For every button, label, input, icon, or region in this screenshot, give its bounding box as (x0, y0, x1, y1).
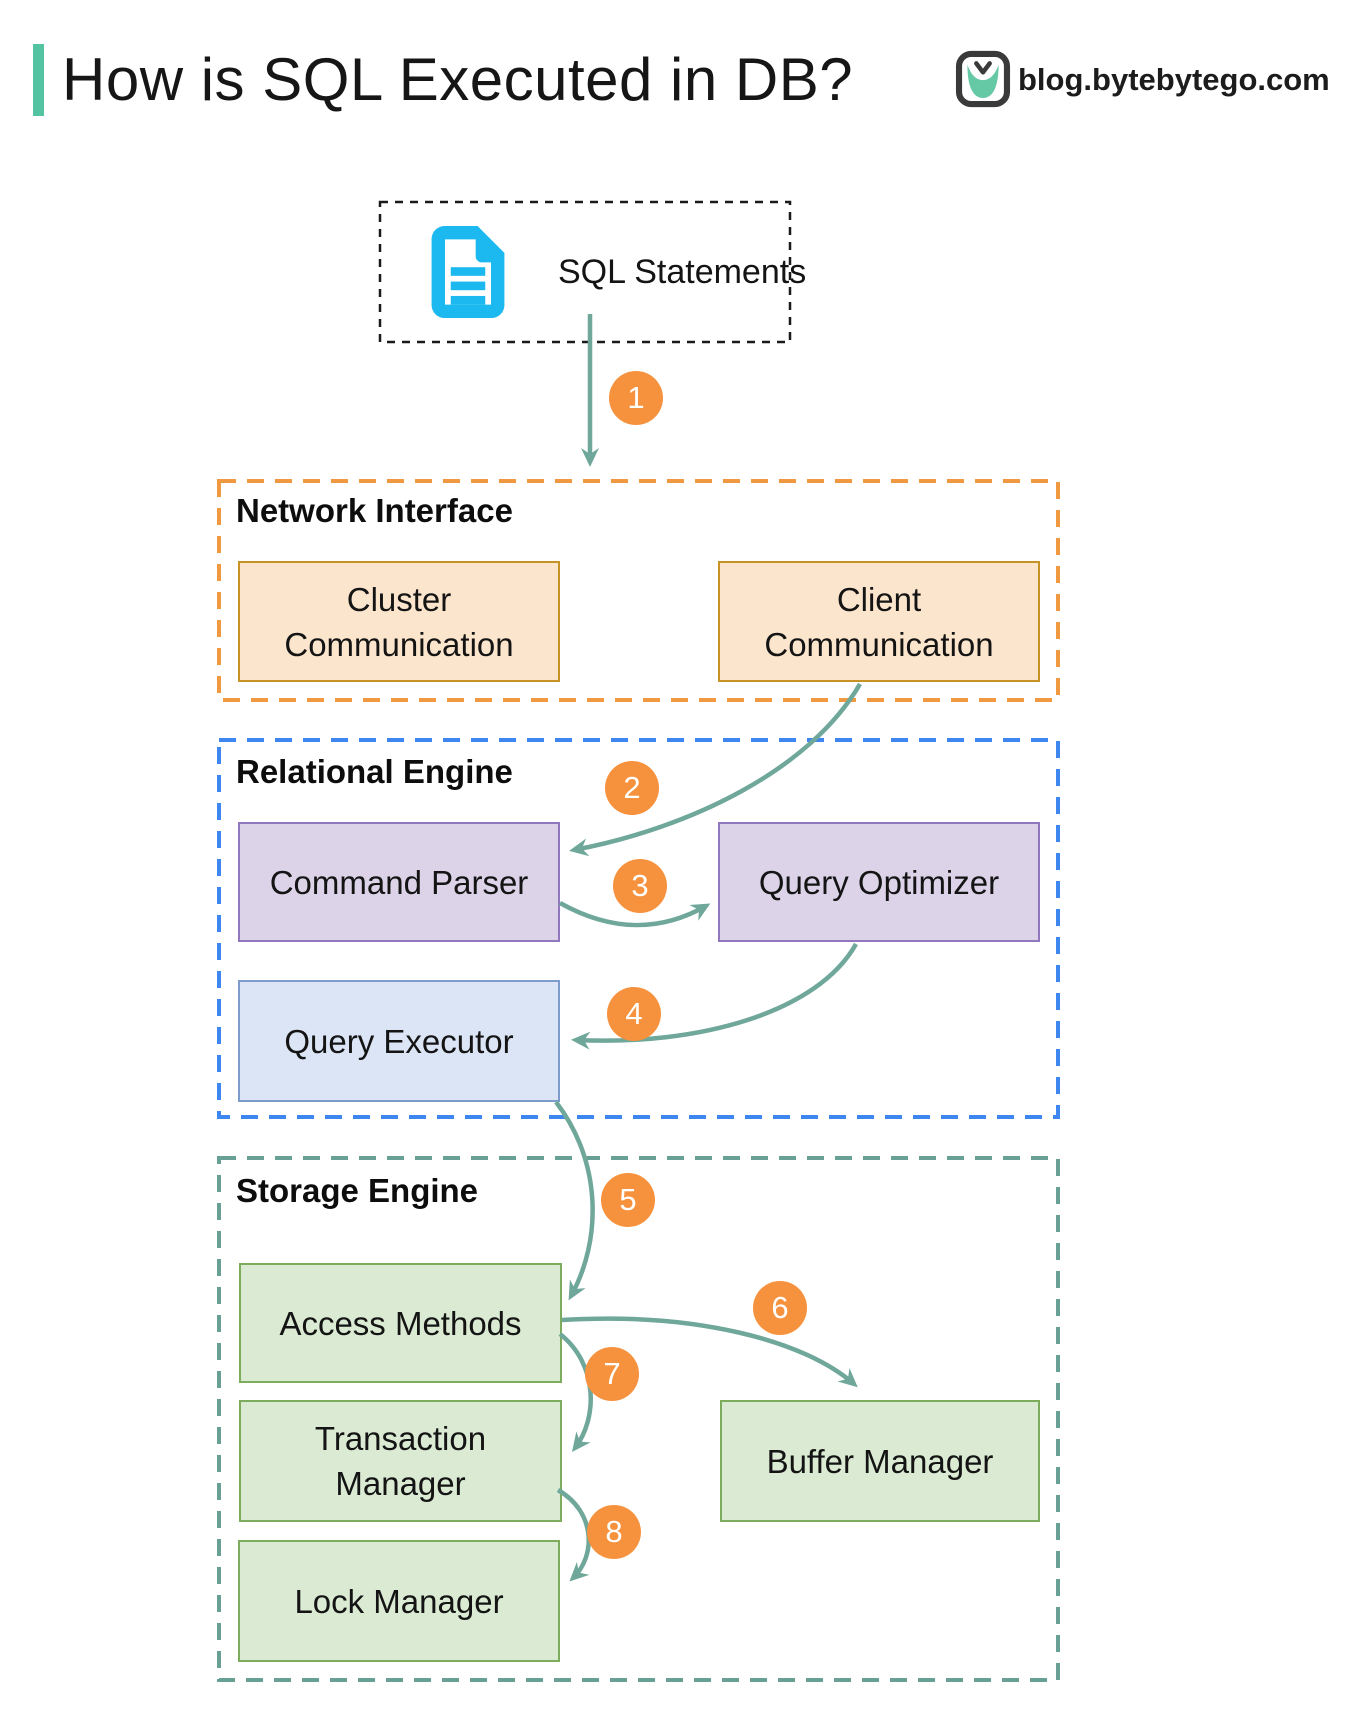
document-icon (422, 222, 514, 322)
sql-statements-label: SQL Statements (558, 253, 807, 291)
title-accent-bar (33, 44, 44, 116)
node-label: Query Executor (284, 1022, 514, 1060)
node-label: Manager (335, 1465, 466, 1502)
node-client-communication: Client Communication (718, 561, 1040, 682)
node-transaction-manager: Transaction Manager (239, 1400, 562, 1522)
section-label-storage-engine: Storage Engine (236, 1172, 479, 1209)
step-badge-6: 6 (753, 1281, 807, 1335)
section-label-relational-engine: Relational Engine (236, 753, 513, 790)
node-label: Buffer Manager (766, 1442, 994, 1480)
node-label: Access Methods (279, 1304, 522, 1342)
step-badge-1: 1 (609, 371, 663, 425)
step-badge-5: 5 (601, 1173, 655, 1227)
step-badge-7: 7 (585, 1347, 639, 1401)
node-label: Lock Manager (294, 1582, 504, 1620)
arrow-step-7 (558, 1332, 593, 1452)
node-label: Communication (764, 625, 994, 663)
step-badge-2: 2 (605, 761, 659, 815)
node-label: Communication (284, 625, 514, 663)
arrow-step-8 (556, 1488, 591, 1582)
node-label: Client (836, 580, 922, 618)
step-badge-3: 3 (613, 859, 667, 913)
node-buffer-manager: Buffer Manager (720, 1400, 1040, 1522)
node-label: Transaction (314, 1420, 487, 1457)
node-lock-manager: Lock Manager (238, 1540, 560, 1662)
brand-text: blog.bytebytego.com (1018, 62, 1330, 97)
page-title: How is SQL Executed in DB? (62, 46, 854, 113)
node-query-optimizer: Query Optimizer (718, 822, 1040, 942)
node-query-executor: Query Executor (238, 980, 560, 1102)
section-label-network-interface: Network Interface (236, 492, 513, 529)
node-command-parser: Command Parser (238, 822, 560, 942)
step-badge-4: 4 (607, 987, 661, 1041)
step-badge-8: 8 (587, 1505, 641, 1559)
node-access-methods: Access Methods (239, 1263, 562, 1383)
node-label: Cluster (346, 580, 452, 618)
node-cluster-communication: Cluster Communication (238, 561, 560, 682)
node-label: Command Parser (269, 863, 529, 901)
node-label: Query Optimizer (758, 863, 1000, 901)
bytebytego-logo-icon (955, 50, 1011, 108)
sql-statements-node: SQL Statements (380, 202, 806, 342)
